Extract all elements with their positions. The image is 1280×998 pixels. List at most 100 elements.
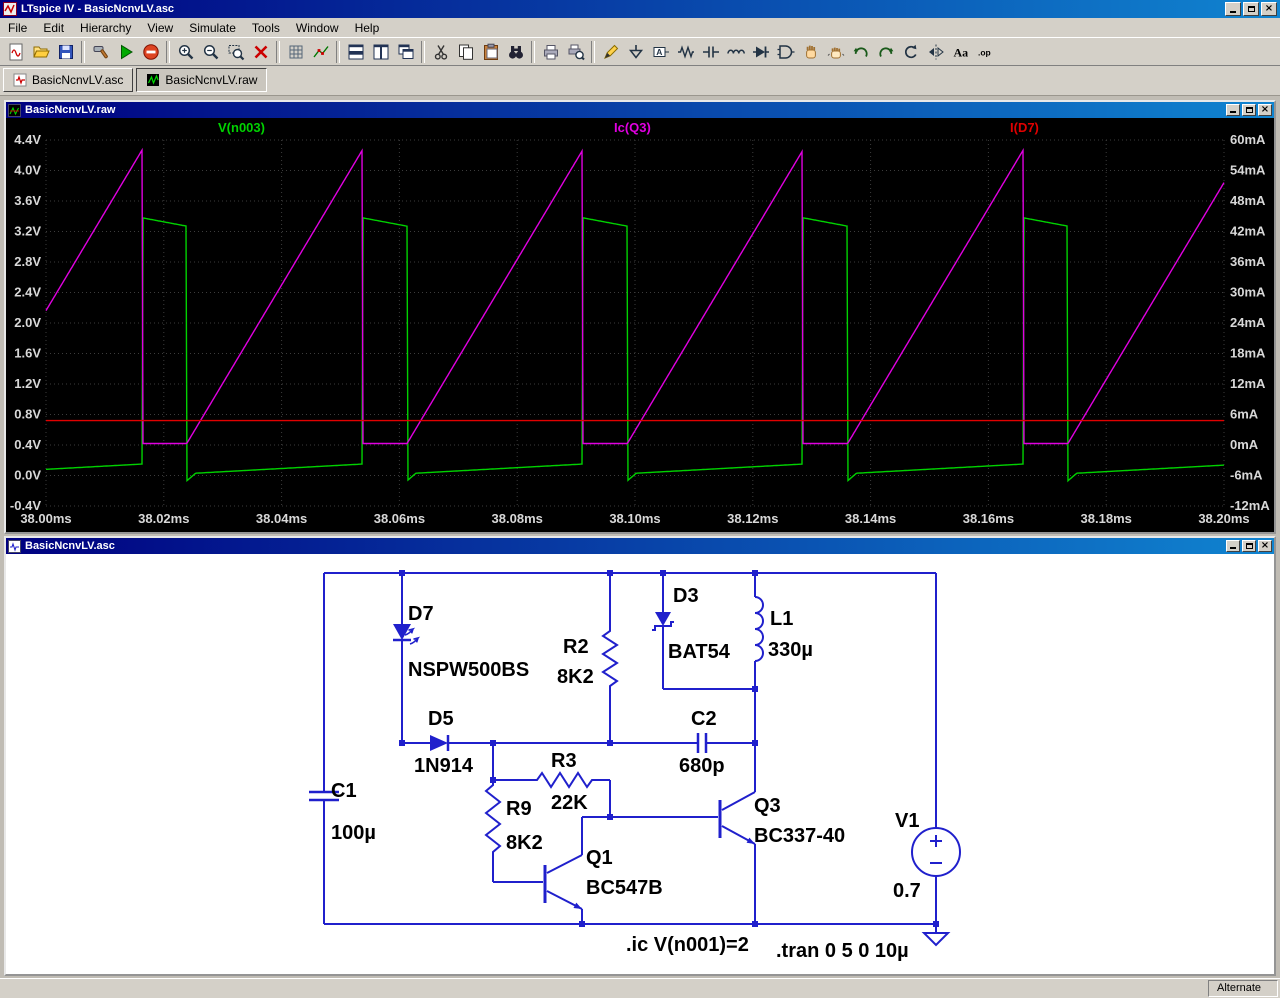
component-value: BC337-40	[754, 825, 845, 847]
waveform-titlebar[interactable]: BasicNcnvLV.raw ×	[6, 102, 1274, 118]
wire-icon	[603, 44, 618, 59]
restore-button[interactable]	[1243, 2, 1259, 16]
schematic-window-icon	[8, 539, 21, 553]
diode-button[interactable]	[748, 39, 773, 64]
titlebar[interactable]: LTspice IV - BasicNcnvLV.asc ×	[0, 0, 1280, 18]
component-ref: V1	[895, 810, 919, 832]
copy-button[interactable]	[453, 39, 478, 64]
toolbar-separator	[531, 40, 535, 63]
component-C2[interactable]: C2 680p	[679, 708, 725, 777]
print-button[interactable]	[538, 39, 563, 64]
menu-tools[interactable]: Tools	[251, 20, 280, 35]
wire-button[interactable]	[598, 39, 623, 64]
toolbar-separator	[591, 40, 595, 63]
svg-text:38.08ms: 38.08ms	[492, 511, 543, 526]
grid-button[interactable]	[283, 39, 308, 64]
mirror-button[interactable]	[923, 39, 948, 64]
rotate-button[interactable]	[898, 39, 923, 64]
spice-directive-icon: .op	[978, 47, 991, 57]
component-ref: R2	[563, 636, 589, 658]
mark-points-button[interactable]	[308, 39, 333, 64]
waveform-restore-button[interactable]	[1242, 104, 1256, 116]
svg-text:A: A	[656, 46, 662, 56]
component-C1[interactable]: C1 100µ	[309, 780, 376, 844]
schematic-titlebar[interactable]: BasicNcnvLV.asc ×	[6, 538, 1274, 554]
run-button[interactable]	[113, 39, 138, 64]
save-button[interactable]	[53, 39, 78, 64]
directive-tran[interactable]: .tran 0 5 0 10µ	[776, 940, 909, 962]
trace-label-vn003[interactable]: V(n003)	[218, 120, 265, 135]
waveform-minimize-button[interactable]	[1226, 104, 1240, 116]
wires[interactable]	[323, 572, 937, 933]
spice-directive-button[interactable]: .op	[973, 39, 998, 64]
component-R9[interactable]: R9 8K2	[484, 780, 543, 860]
plot-grid	[45, 139, 1225, 507]
zoom-back-button[interactable]	[198, 39, 223, 64]
window-controls: ×	[1225, 2, 1277, 16]
menu-hierarchy[interactable]: Hierarchy	[80, 20, 132, 35]
component-ref: R3	[551, 750, 577, 772]
component-V1[interactable]: V1 0.7	[893, 810, 961, 902]
component-R2[interactable]: R2 8K2	[557, 627, 619, 692]
menu-simulate[interactable]: Simulate	[189, 20, 236, 35]
label-net-button[interactable]: A	[648, 39, 673, 64]
schematic-canvas[interactable]: C1 100µ D7 NSPW500BS D5 1N914 R9	[6, 554, 1274, 974]
component-Q1[interactable]: Q1 BC547B	[543, 847, 663, 910]
schematic-minimize-button[interactable]	[1226, 540, 1240, 552]
tab-waveform[interactable]: BasicNcnvLV.raw	[136, 67, 268, 92]
menu-window[interactable]: Window	[295, 20, 339, 35]
component-D7[interactable]: D7 NSPW500BS	[393, 603, 529, 681]
trace-vn003[interactable]	[46, 216, 1225, 483]
component-D5[interactable]: D5 1N914	[414, 708, 474, 777]
cut-button[interactable]	[428, 39, 453, 64]
ground-button[interactable]	[623, 39, 648, 64]
new-schematic-button[interactable]	[3, 39, 28, 64]
menu-file[interactable]: File	[8, 20, 28, 35]
ground-symbol[interactable]	[921, 932, 951, 947]
find-button[interactable]	[503, 39, 528, 64]
tile-vertical-button[interactable]	[368, 39, 393, 64]
trace-label-icq3[interactable]: Ic(Q3)	[614, 120, 651, 135]
zoom-extents-button[interactable]	[223, 39, 248, 64]
trace-icq3[interactable]	[45, 147, 1225, 445]
waveform-close-button[interactable]: ×	[1258, 104, 1272, 116]
redo-button[interactable]	[873, 39, 898, 64]
component-D3[interactable]: D3 BAT54	[652, 585, 731, 663]
close-button[interactable]: ×	[1261, 2, 1277, 16]
tab-schematic[interactable]: BasicNcnvLV.asc	[3, 67, 134, 92]
tile-horizontal-button[interactable]	[343, 39, 368, 64]
paste-button[interactable]	[478, 39, 503, 64]
halt-button[interactable]	[138, 39, 163, 64]
schematic-close-button[interactable]: ×	[1258, 540, 1272, 552]
component-ref: L1	[770, 608, 793, 630]
undo-button[interactable]	[848, 39, 873, 64]
svg-text:38.10ms: 38.10ms	[609, 511, 660, 526]
clear-waveforms-button[interactable]	[248, 39, 273, 64]
schematic-canvas-area[interactable]: C1 100µ D7 NSPW500BS D5 1N914 R9	[6, 554, 1274, 974]
component-button[interactable]	[773, 39, 798, 64]
component-L1[interactable]: L1 330µ	[754, 596, 813, 662]
drag-button[interactable]	[823, 39, 848, 64]
print-preview-button[interactable]	[563, 39, 588, 64]
control-panel-button[interactable]	[88, 39, 113, 64]
capacitor-button[interactable]	[698, 39, 723, 64]
menu-edit[interactable]: Edit	[43, 20, 65, 35]
menu-view[interactable]: View	[147, 20, 174, 35]
inductor-button[interactable]	[723, 39, 748, 64]
zoom-area-button[interactable]	[173, 39, 198, 64]
minimize-button[interactable]	[1225, 2, 1241, 16]
menu-help[interactable]: Help	[354, 20, 380, 35]
svg-text:36mA: 36mA	[1230, 254, 1266, 269]
component-R3[interactable]: R3 22K	[533, 750, 595, 814]
resistor-button[interactable]	[673, 39, 698, 64]
component-Q3[interactable]: Q3 BC337-40	[718, 791, 845, 847]
open-button[interactable]	[28, 39, 53, 64]
schematic-restore-button[interactable]	[1242, 540, 1256, 552]
cascade-button[interactable]	[393, 39, 418, 64]
move-button[interactable]	[798, 39, 823, 64]
trace-label-id7[interactable]: I(D7)	[1010, 120, 1039, 135]
directive-ic[interactable]: .ic V(n001)=2	[626, 934, 749, 956]
text-button[interactable]: Aa	[948, 39, 973, 64]
